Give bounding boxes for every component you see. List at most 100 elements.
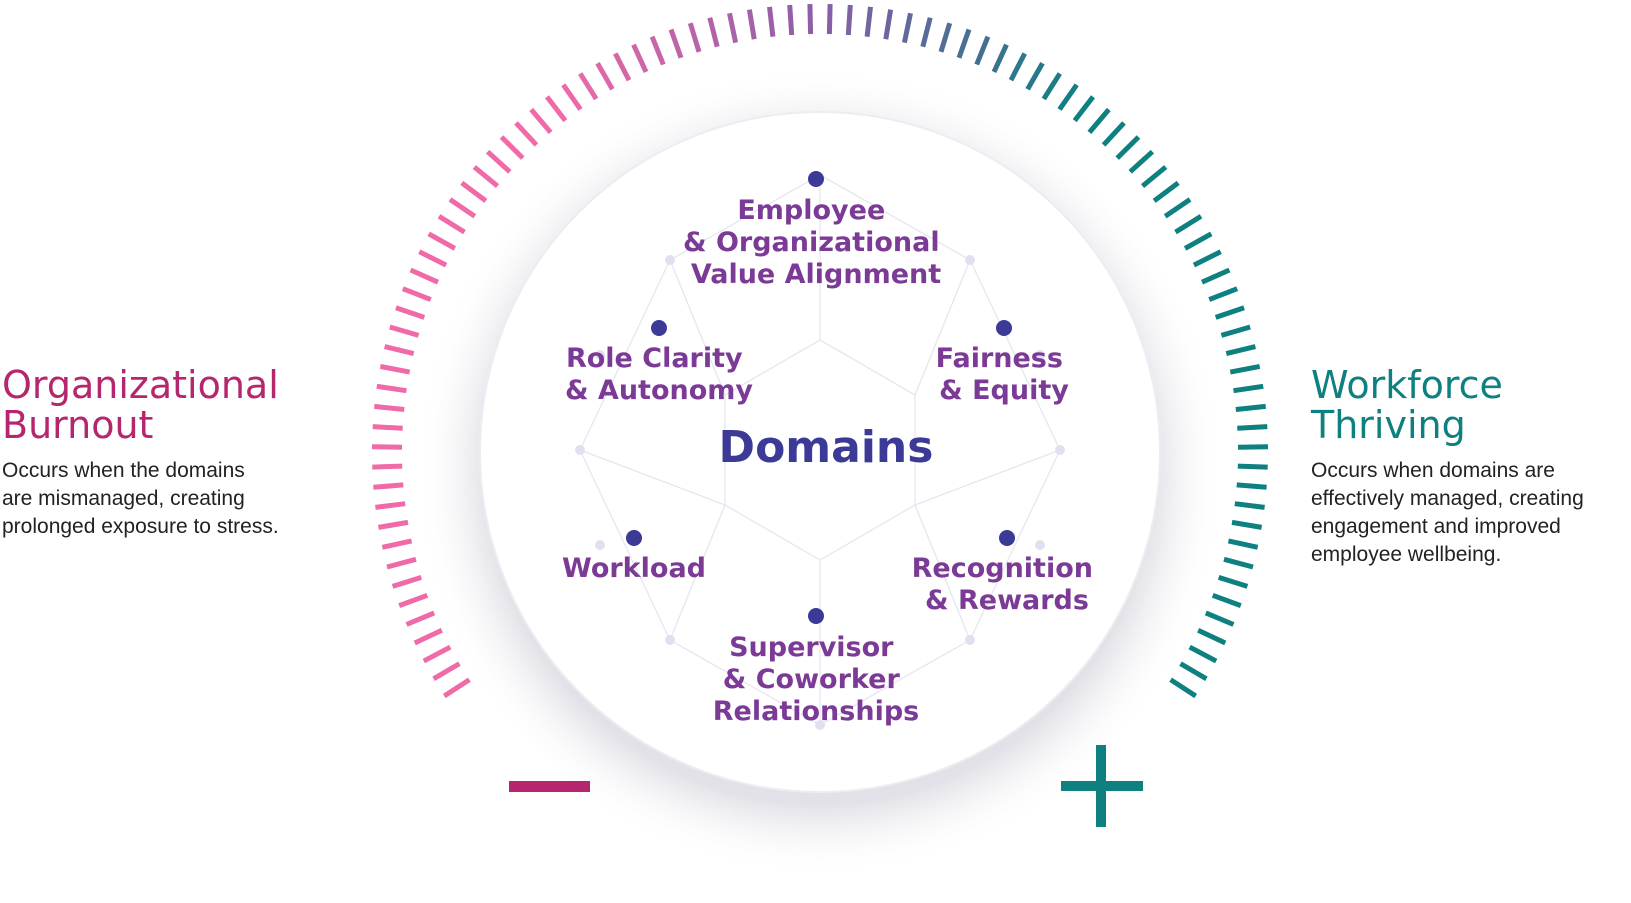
gauge-tick <box>1041 72 1062 101</box>
gauge-tick <box>384 344 415 357</box>
gauge-tick <box>1200 267 1231 285</box>
domain-fairness: Fairness & Equity <box>936 343 1073 406</box>
thriving-description: Occurs when domains are effectively mana… <box>1311 457 1631 569</box>
gauge-tick <box>1183 231 1213 251</box>
gauge-tick <box>727 12 739 44</box>
gauge-tick <box>649 35 666 66</box>
gauge-tick <box>1008 52 1027 82</box>
gauge-tick <box>1152 180 1180 203</box>
gauge-tick <box>1101 121 1126 147</box>
domain-fairness-line2: & Equity <box>939 375 1069 406</box>
thriving-desc-line1: Occurs when domains are <box>1311 459 1555 482</box>
domain-relationships: Supervisor & Coworker Relationships <box>713 632 919 727</box>
burnout-desc-line2: are mismanaged, creating <box>2 487 245 510</box>
domain-fairness-line1: Fairness <box>936 343 1063 374</box>
gauge-tick <box>974 35 991 66</box>
gauge-tick <box>418 249 448 268</box>
gauge-ticks <box>371 4 1269 699</box>
gauge-tick <box>1169 677 1198 699</box>
gauge-tick <box>386 556 417 570</box>
plus-sign-icon <box>1061 745 1143 827</box>
gauge-tick <box>376 383 407 394</box>
thriving-desc-line4: employee wellbeing. <box>1311 543 1502 566</box>
gauge-tick <box>1233 383 1264 394</box>
gauge-tick <box>1227 538 1259 550</box>
gauge-tick <box>1211 592 1242 608</box>
gauge-tick <box>883 9 894 40</box>
gauge-tick <box>1057 83 1079 111</box>
gauge-tick <box>845 4 853 36</box>
gauge-tick <box>1087 107 1111 135</box>
gauge-tick <box>1225 344 1256 357</box>
gauge-tick <box>1115 135 1141 160</box>
gauge-tick <box>375 501 406 510</box>
burnout-panel: Organizational Burnout Occurs when the d… <box>2 365 362 541</box>
domain-value-alignment: Employee & Organizational Value Alignmen… <box>683 195 949 290</box>
gauge-tick <box>767 6 776 37</box>
thriving-title: Workforce Thriving <box>1311 365 1631 445</box>
gauge-tick <box>442 677 471 699</box>
gauge-tick <box>389 324 420 338</box>
gauge-tick <box>1223 556 1254 570</box>
dot-relationships <box>808 608 824 624</box>
gauge-tick <box>427 231 457 251</box>
gauge-tick <box>991 43 1009 73</box>
burnout-desc-line1: Occurs when the domains <box>2 459 245 482</box>
gauge-tick <box>472 165 500 189</box>
gauge-tick <box>707 17 720 48</box>
gauge-tick <box>613 52 632 82</box>
thriving-title-line1: Workforce <box>1311 363 1503 407</box>
gauge-tick <box>372 463 403 470</box>
inner-circle <box>479 111 1161 793</box>
domain-relationships-line1: Supervisor <box>729 632 894 663</box>
gauge-tick <box>391 575 423 589</box>
gauge-tick <box>561 83 583 111</box>
gauge-tick <box>687 22 702 53</box>
gauge-tick <box>381 538 413 550</box>
domain-relationships-line3: Relationships <box>713 696 919 727</box>
gauge-tick <box>1236 482 1267 490</box>
domain-dots <box>626 171 1015 624</box>
gauge-tick <box>398 592 429 608</box>
domain-role-clarity: Role Clarity & Autonomy <box>565 343 753 406</box>
gauge-tick <box>373 482 404 490</box>
gauge-tick <box>901 12 913 44</box>
gauge-tick <box>1140 165 1168 189</box>
domain-workload-line1: Workload <box>562 553 706 584</box>
gauge-tick <box>826 4 833 35</box>
gauge-tick <box>1217 575 1249 589</box>
gauge-tick <box>409 267 440 285</box>
gauge-tick <box>631 43 649 73</box>
gauge-tick <box>956 28 972 59</box>
domain-recognition-line1: Recognition <box>912 553 1093 584</box>
gauge-tick <box>1235 403 1266 412</box>
gauge-tick <box>1163 197 1192 219</box>
dot-workload <box>626 530 642 546</box>
gauge-tick <box>401 286 432 302</box>
gauge-tick <box>1025 61 1045 91</box>
gauge-tick <box>1229 363 1261 375</box>
domain-workload: Workload <box>562 553 706 584</box>
gauge-tick <box>787 4 795 36</box>
network-nodes <box>575 255 1065 730</box>
domain-recognition-line2: & Rewards <box>925 585 1089 616</box>
minus-sign-icon <box>509 781 590 792</box>
burnout-title-line2: Burnout <box>2 403 154 447</box>
gauge-tick <box>578 72 599 101</box>
gauge-tick <box>1208 286 1239 302</box>
burnout-title: Organizational Burnout <box>2 365 362 445</box>
gauge-tick <box>1179 661 1208 681</box>
gauge-tick <box>485 149 512 174</box>
gauge-tick <box>1234 501 1265 510</box>
gauge-tick <box>514 121 539 147</box>
gauge-tick <box>545 95 568 123</box>
gauge-tick <box>448 197 477 219</box>
thriving-title-line2: Thriving <box>1311 403 1466 447</box>
dot-value-alignment <box>808 171 824 187</box>
gauge-tick <box>499 135 525 160</box>
gauge-tick <box>595 61 615 91</box>
burnout-description: Occurs when the domains are mismanaged, … <box>2 457 362 541</box>
burnout-desc-line3: prolonged exposure to stress. <box>2 515 279 538</box>
dot-recognition <box>999 530 1015 546</box>
